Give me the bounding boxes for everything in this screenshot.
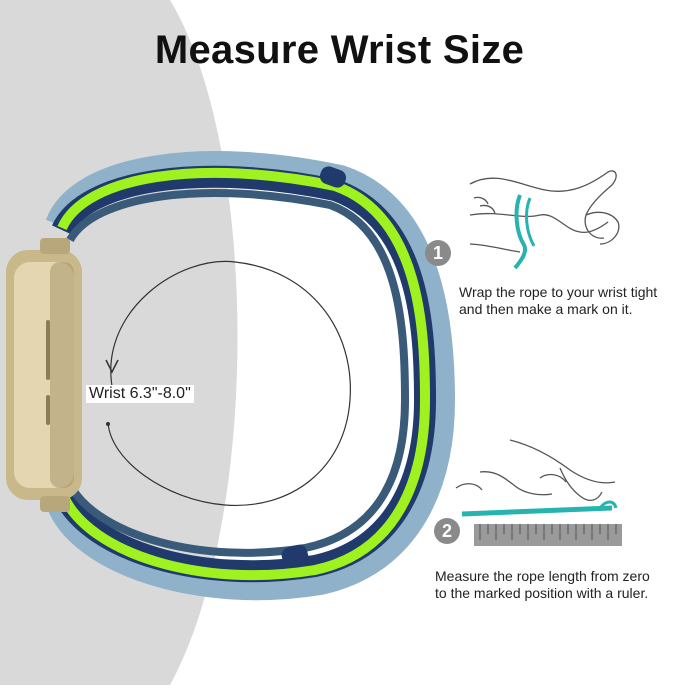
band-green-stripe bbox=[57, 167, 431, 581]
watch-button-2 bbox=[46, 395, 50, 425]
step2-rope-end bbox=[598, 500, 618, 509]
step2-number-badge: 2 bbox=[434, 518, 460, 544]
wrist-circle-dot bbox=[106, 422, 110, 426]
step1-rope bbox=[513, 194, 527, 270]
step2-illustration bbox=[455, 439, 616, 502]
step2-rope bbox=[461, 505, 613, 517]
watch-button bbox=[46, 320, 50, 380]
wrist-circle bbox=[107, 260, 351, 507]
step1-number-badge: 1 bbox=[425, 240, 451, 266]
step2-ruler bbox=[474, 524, 622, 546]
watch-case-shade bbox=[50, 262, 74, 488]
wrist-circle-arrow bbox=[105, 359, 119, 374]
watch-lug-top bbox=[40, 238, 70, 254]
band-edge-inner bbox=[66, 188, 410, 557]
step1-rope-2 bbox=[525, 197, 536, 247]
step1-line2: and then make a mark on it. bbox=[459, 301, 633, 317]
step2-instruction: Measure the rope length from zero to the… bbox=[435, 568, 650, 602]
band-cap-bottom bbox=[281, 544, 309, 568]
page-title: Measure Wrist Size bbox=[154, 28, 525, 72]
step1-illustration bbox=[469, 170, 620, 253]
step2-ruler-ticks bbox=[479, 524, 617, 540]
step2-line1: Measure the rope length from zero bbox=[435, 568, 650, 584]
wrist-size-label: Wrist 6.3"-8.0" bbox=[86, 385, 194, 403]
band-cap-top bbox=[319, 166, 347, 188]
step1-instruction: Wrap the rope to your wrist tight and th… bbox=[459, 284, 657, 318]
step2-line2: to the marked position with a ruler. bbox=[435, 585, 649, 601]
step1-line1: Wrap the rope to your wrist tight bbox=[459, 284, 658, 300]
watch-lug-bottom bbox=[40, 496, 70, 512]
